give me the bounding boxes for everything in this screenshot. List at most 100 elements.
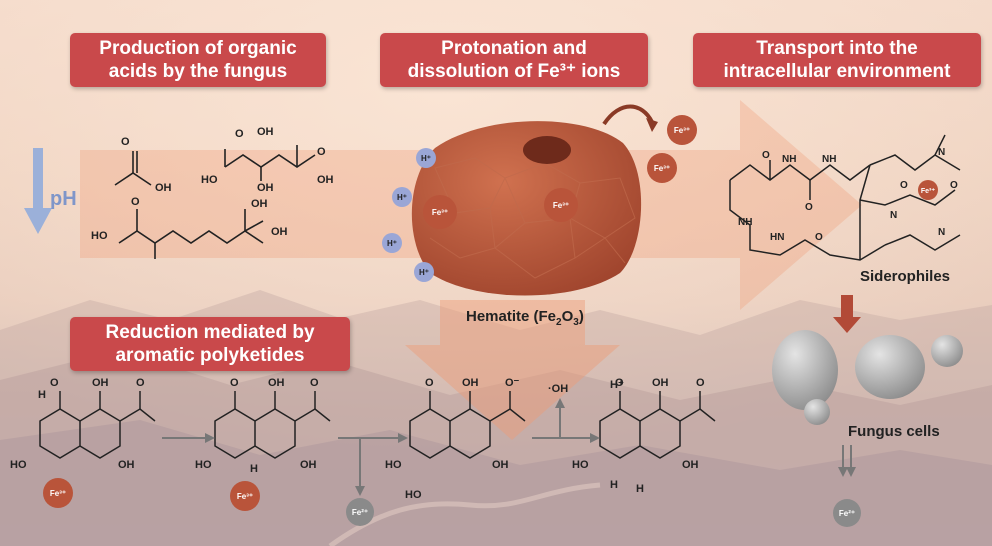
h-ion bbox=[414, 262, 434, 282]
atom-label: HO bbox=[195, 459, 212, 471]
fe2-ion bbox=[833, 499, 861, 527]
fe2-ion-label: Fe²⁺ bbox=[839, 509, 855, 518]
h-ion-label: H⁺ bbox=[387, 239, 397, 248]
atom-label: N bbox=[938, 147, 945, 158]
reduction-mechanism: H O OH O HO OH O OH O HO H OH O OH O⁻ HO… bbox=[10, 377, 716, 501]
fe2-ion-label: Fe²⁺ bbox=[352, 508, 368, 517]
fe3-ion-label: Fe³⁺ bbox=[237, 492, 253, 501]
h-ion bbox=[382, 233, 402, 253]
down-arrow-to-cells bbox=[833, 295, 861, 333]
h-ion bbox=[392, 187, 412, 207]
atom-label: O bbox=[815, 232, 823, 243]
hematite-sub2: 3 bbox=[573, 317, 579, 328]
fungus-cell bbox=[772, 330, 838, 410]
hematite-rock bbox=[411, 121, 642, 296]
fe3-ion bbox=[43, 478, 73, 508]
atom-label: O bbox=[235, 128, 244, 140]
fe3-ion bbox=[544, 188, 578, 222]
atom-label: NH bbox=[782, 154, 796, 165]
fe3-siderophore-label: Fe³⁺ bbox=[921, 188, 936, 195]
atom-label: N bbox=[890, 210, 897, 221]
atom-label: OH bbox=[92, 377, 109, 389]
atom-label: NH bbox=[738, 217, 752, 228]
atom-label: HO bbox=[91, 230, 108, 242]
atom-label: OH bbox=[682, 459, 699, 471]
atom-label: O bbox=[615, 377, 624, 389]
fungus-bud bbox=[804, 399, 830, 425]
h-ion-label: H⁺ bbox=[421, 154, 431, 163]
atom-label: OH bbox=[652, 377, 669, 389]
atom-label: O bbox=[950, 180, 958, 191]
ph-label: pH bbox=[50, 188, 77, 210]
fungus-bud bbox=[931, 335, 963, 367]
atom-label: O bbox=[805, 202, 813, 213]
atom-label: H bbox=[38, 389, 46, 401]
atom-label: O bbox=[50, 377, 59, 389]
oh-radical-label: ·OH bbox=[548, 383, 568, 395]
fe3-siderophore-ion bbox=[918, 180, 938, 200]
down-flow-arrow bbox=[405, 300, 620, 440]
fungus-cell bbox=[855, 335, 925, 399]
fe3-ion-label: Fe³⁺ bbox=[654, 164, 670, 173]
ph-down-arrow bbox=[24, 148, 52, 234]
h-ion bbox=[416, 148, 436, 168]
atom-label: OH bbox=[257, 126, 274, 138]
atom-label: OH bbox=[300, 459, 317, 471]
atom-label: OH bbox=[317, 174, 334, 186]
atom-label: NH bbox=[822, 154, 836, 165]
atom-label: OH bbox=[257, 182, 274, 194]
hematite-label-mid: O bbox=[561, 308, 574, 325]
atom-label: O bbox=[131, 196, 140, 208]
fe3-ion-label: Fe³⁺ bbox=[553, 201, 569, 210]
atom-label: O bbox=[317, 146, 326, 158]
atom-label: OH bbox=[492, 459, 509, 471]
atom-label: OH bbox=[155, 182, 172, 194]
atom-label: H bbox=[250, 463, 258, 475]
banner-organic-acids: Production of organic acids by the fungu… bbox=[70, 33, 326, 87]
atom-label: H bbox=[610, 479, 618, 491]
hematite-label-pre: Hematite (Fe bbox=[466, 308, 557, 325]
banner-reduction: Reduction mediated by aromatic polyketid… bbox=[70, 317, 350, 371]
organic-acid-structures: O OH O OH HO OH O OH HO O OH OH bbox=[91, 126, 334, 259]
h-ion-label: H⁺ bbox=[419, 268, 429, 277]
siderophile-structure: Fe³⁺ O NH NH NH HN O O O N N N O bbox=[729, 134, 961, 261]
h-ion-label: H⁺ bbox=[397, 193, 407, 202]
banner-protonation: Protonation and dissolution of Fe³⁺ ions bbox=[380, 33, 648, 87]
atom-label: O bbox=[310, 377, 319, 389]
atom-label: O bbox=[121, 136, 130, 148]
atom-label: OH bbox=[462, 377, 479, 389]
fe3-ion bbox=[230, 481, 260, 511]
atom-label: HO bbox=[10, 459, 27, 471]
atom-label: HO bbox=[405, 489, 422, 501]
atom-label: HO bbox=[201, 174, 218, 186]
fungus-cells bbox=[772, 295, 963, 477]
fe3-ion-label: Fe³⁺ bbox=[50, 489, 66, 498]
atom-label: O bbox=[136, 377, 145, 389]
release-arrow bbox=[602, 104, 654, 126]
h-plus-label: H⁺ bbox=[610, 379, 624, 391]
atom-label: O bbox=[900, 180, 908, 191]
hematite-label: Hematite (Fe2O3) bbox=[466, 308, 584, 328]
hematite-label-post: ) bbox=[578, 308, 584, 325]
atom-label: N bbox=[938, 227, 945, 238]
fe3-ion bbox=[423, 195, 457, 229]
atom-label: OH bbox=[251, 198, 268, 210]
siderophiles-label: Siderophiles bbox=[860, 268, 951, 285]
atom-label: O⁻ bbox=[505, 377, 520, 389]
atom-label: O bbox=[762, 150, 770, 161]
fungus-cells-label: Fungus cells bbox=[848, 423, 940, 440]
banner-transport: Transport into the intracellular environ… bbox=[693, 33, 981, 87]
atom-label: HO bbox=[572, 459, 589, 471]
fe3-ion-label: Fe³⁺ bbox=[432, 208, 448, 217]
atom-label: OH bbox=[271, 226, 288, 238]
hematite-sub1: 2 bbox=[556, 317, 562, 328]
atom-label: OH bbox=[268, 377, 285, 389]
atom-label: HN bbox=[770, 232, 784, 243]
fe3-ion bbox=[647, 153, 677, 183]
atom-label: OH bbox=[118, 459, 135, 471]
fe3-ion-label: Fe³⁺ bbox=[674, 126, 690, 135]
atom-label: O bbox=[425, 377, 434, 389]
atom-label: H bbox=[636, 483, 644, 495]
